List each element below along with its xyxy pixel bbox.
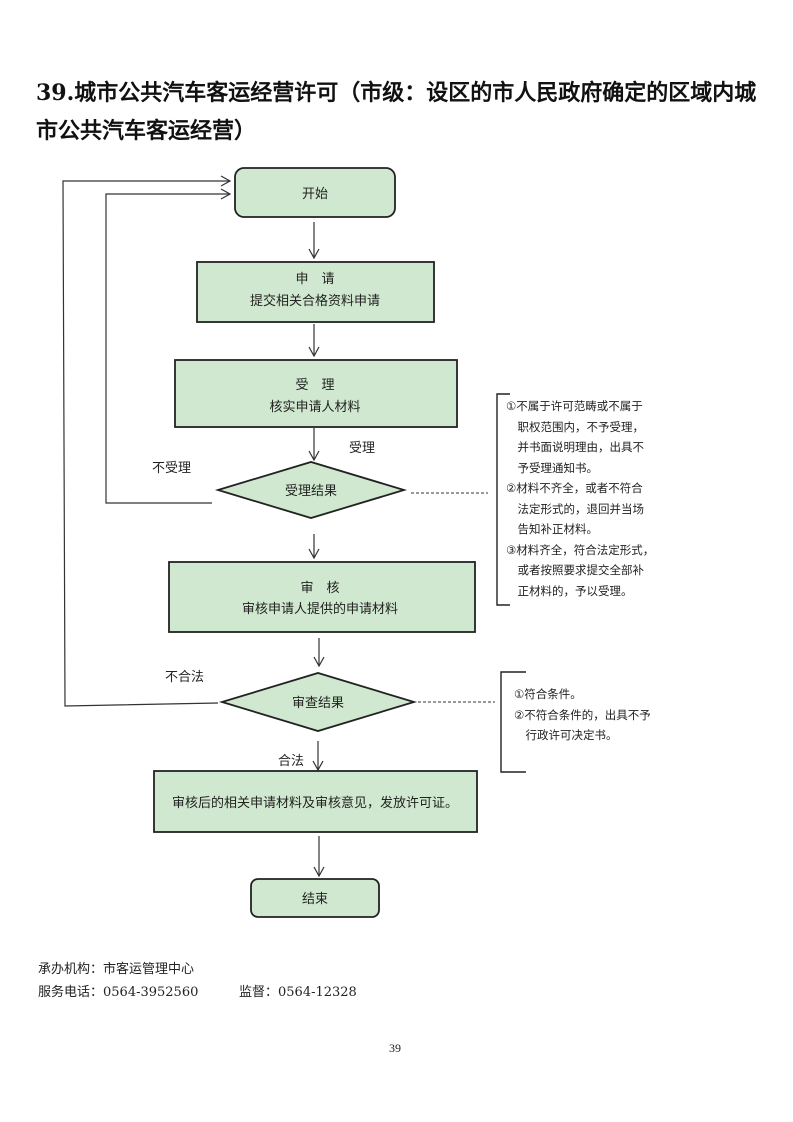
accept-note-line: 告知补正材料。 bbox=[506, 522, 598, 536]
arrow-not-accepted-loop bbox=[105, 188, 232, 504]
review-heading: 审 核 bbox=[300, 581, 339, 596]
footer-supervision: 监督：0564-12328 bbox=[239, 985, 357, 1000]
review-notes-bracket bbox=[500, 671, 526, 773]
end-node bbox=[250, 878, 380, 918]
accept-heading: 受 理 bbox=[295, 378, 334, 393]
accept-detail: 核实申请人材料 bbox=[269, 400, 360, 415]
accept-note-line: 或者按照要求提交全部补 bbox=[506, 563, 644, 577]
accept-note-line: 并书面说明理由，出具不 bbox=[506, 440, 644, 454]
end-label: 结束 bbox=[302, 892, 328, 907]
accept-note-line: 法定形式的，退回并当场 bbox=[506, 501, 644, 516]
page-number: 39 bbox=[389, 1041, 401, 1055]
review-detail: 审核申请人提供的申请材料 bbox=[242, 601, 398, 617]
review-decision-label: 审查结果 bbox=[292, 696, 344, 711]
review-note-line: ②不符合条件的，出具不予 bbox=[514, 707, 651, 722]
review-node bbox=[168, 561, 476, 633]
review-no-label: 不合法 bbox=[165, 670, 204, 685]
apply-detail: 提交相关合格资料申请 bbox=[250, 293, 380, 309]
accept-notes-bracket bbox=[496, 393, 510, 606]
review-notes: ①符合条件。 ②不符合条件的，出具不予 行政许可决定书。 bbox=[514, 684, 651, 746]
accept-decision-label: 受理结果 bbox=[285, 484, 337, 499]
accept-decision-node bbox=[214, 461, 408, 519]
accept-note-line: ①不属于许可范畴或不属于 bbox=[506, 399, 643, 413]
issue-node bbox=[153, 770, 478, 833]
review-decision-node bbox=[218, 672, 418, 732]
start-label: 开始 bbox=[302, 187, 328, 202]
review-yes-label: 合法 bbox=[278, 754, 304, 769]
review-note-line: ①符合条件。 bbox=[514, 687, 582, 701]
issue-label: 审核后的相关申请材料及审核意见，发放许可证。 bbox=[172, 795, 458, 811]
accept-node bbox=[174, 359, 458, 428]
accept-note-line: ③材料齐全，符合法定形式， bbox=[506, 542, 655, 557]
accept-note-line: 职权范围内，不予受理， bbox=[506, 419, 644, 434]
accept-no-label: 不受理 bbox=[152, 461, 191, 476]
arrow-not-legal-loop bbox=[62, 175, 232, 707]
accept-note-line: 正材料的，予以受理。 bbox=[506, 583, 633, 598]
review-note-line: 行政许可决定书。 bbox=[514, 728, 618, 742]
apply-heading: 申 请 bbox=[295, 272, 334, 287]
apply-node bbox=[196, 261, 435, 323]
page-title: 39.城市公共汽车客运经营许可（市级：设区的市人民政府确定的区域内城市公共汽车客… bbox=[36, 80, 757, 144]
accept-note-line: 予受理通知书。 bbox=[506, 460, 598, 475]
accept-notes: ①不属于许可范畴或不属于 职权范围内，不予受理， 并书面说明理由，出具不 予受理… bbox=[506, 396, 654, 601]
footer-agency: 承办机构：市客运管理中心 bbox=[38, 962, 195, 977]
accept-note-line: ②材料不齐全，或者不符合 bbox=[506, 481, 643, 495]
start-node bbox=[234, 167, 396, 218]
accept-yes-label: 受理 bbox=[349, 441, 375, 456]
footer-phone: 服务电话：0564-3952560 bbox=[38, 985, 199, 1000]
